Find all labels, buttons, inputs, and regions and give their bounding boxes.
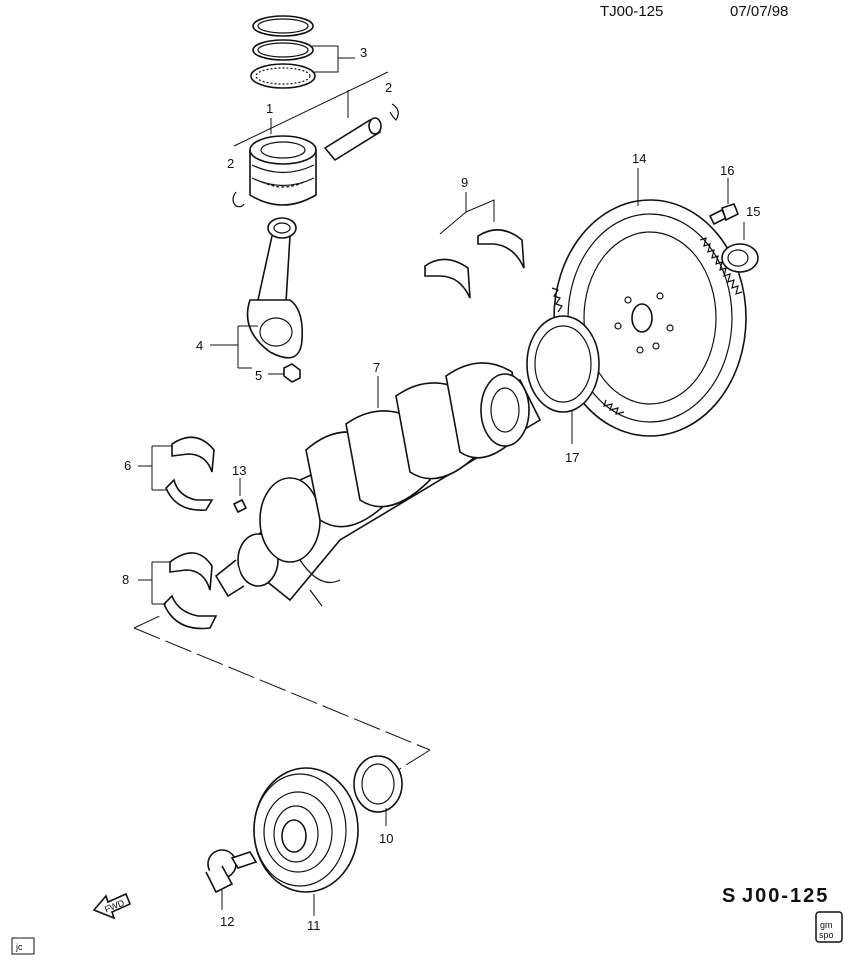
leader-3	[312, 45, 355, 73]
corner-mark: jc	[11, 937, 35, 955]
badge-bottom: spo	[819, 930, 834, 940]
leader-6	[138, 445, 172, 491]
gm-spo-badge: gm spo	[815, 911, 843, 943]
callout-11: 11	[307, 918, 321, 933]
callout-6: 6	[124, 458, 131, 473]
pulley-bolt[interactable]	[205, 849, 258, 894]
fwd-arrow-icon: FWD	[92, 892, 132, 920]
callout-8: 8	[122, 572, 129, 587]
bearing-halves-9[interactable]	[424, 229, 525, 299]
rear-oil-seal[interactable]	[526, 315, 600, 413]
callout-13: 13	[232, 463, 246, 478]
callout-3: 3	[360, 45, 367, 60]
circlip-left[interactable]	[232, 191, 245, 208]
crankshaft-pulley[interactable]	[253, 767, 359, 893]
callout-15: 15	[746, 204, 760, 219]
callout-10: 10	[379, 831, 393, 846]
callout-7: 7	[373, 360, 380, 375]
corner-label: jc	[15, 942, 23, 952]
callout-16: 16	[720, 163, 734, 178]
callout-9: 9	[461, 175, 468, 190]
callout-5: 5	[255, 368, 262, 383]
diagram-date: 07/07/98	[730, 3, 788, 20]
pilot-bearing[interactable]	[721, 243, 759, 273]
callout-17: 17	[565, 450, 579, 465]
main-bearings-8[interactable]	[163, 552, 218, 630]
rod-nut[interactable]	[283, 363, 301, 383]
diagram-ref: TJ00-125	[600, 3, 663, 20]
footer-code-mark: S	[722, 885, 737, 907]
main-bearings-6[interactable]	[165, 436, 215, 511]
assembly-centerline	[133, 613, 431, 771]
callout-14: 14	[632, 151, 646, 166]
callout-12: 12	[220, 914, 234, 929]
leader-piston-bracket	[233, 71, 389, 147]
callout-1: 1	[266, 101, 273, 116]
front-oil-seal[interactable]	[353, 755, 403, 813]
callout-4: 4	[196, 338, 203, 353]
leader-8	[138, 561, 170, 605]
callout-2b: 2	[227, 156, 234, 171]
woodruff-key[interactable]	[232, 498, 248, 514]
piston[interactable]	[249, 135, 317, 206]
flywheel[interactable]	[551, 199, 747, 437]
footer-code: J00-125	[742, 885, 829, 907]
crankshaft[interactable]	[214, 362, 542, 607]
piston-rings[interactable]	[250, 15, 316, 89]
leader-4	[210, 325, 258, 369]
piston-pin[interactable]	[323, 117, 382, 162]
circlip-right[interactable]	[389, 103, 399, 121]
connecting-rod[interactable]	[246, 217, 304, 359]
callout-2a: 2	[385, 80, 392, 95]
leader-9	[439, 192, 495, 235]
flywheel-bolt[interactable]	[708, 203, 740, 226]
badge-top: gm	[820, 920, 833, 930]
